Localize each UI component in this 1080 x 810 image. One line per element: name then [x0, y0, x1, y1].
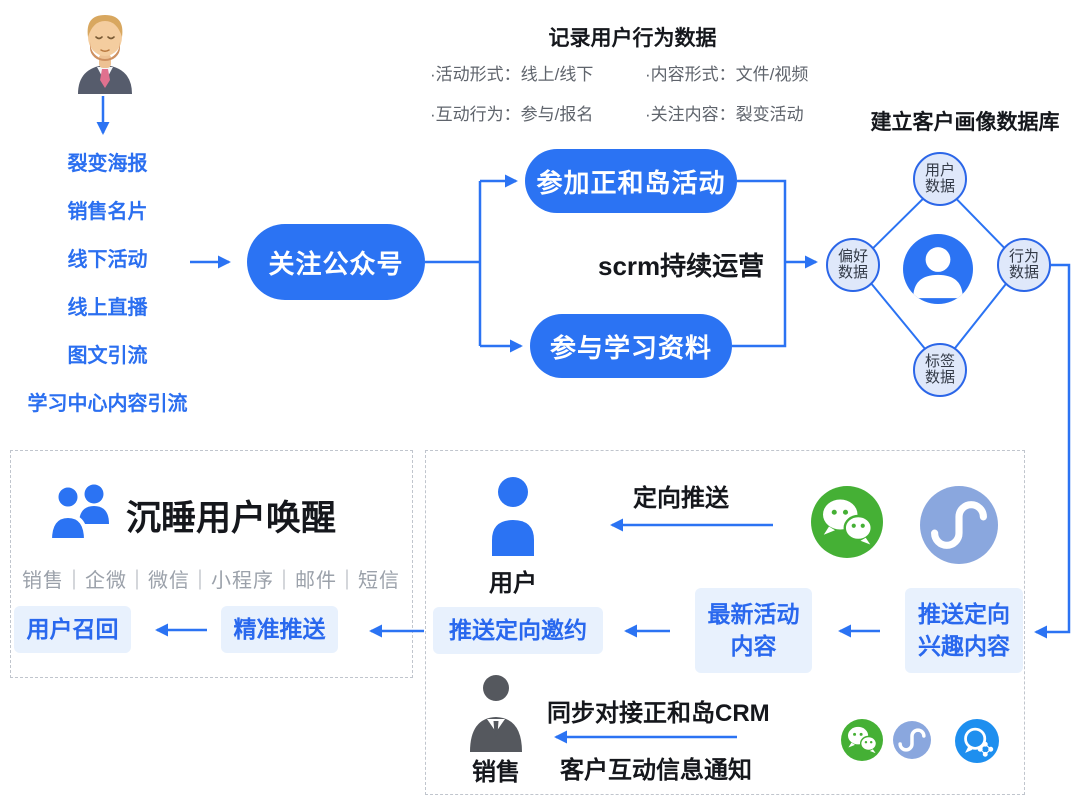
behavior-bullet: ·互动行为：参与/报名 — [430, 105, 594, 124]
join-activity-node: 参加正和岛活动 — [525, 149, 737, 213]
user-icon — [484, 476, 542, 556]
user-avatar-icon — [903, 234, 973, 304]
lead-source-item: 销售名片 — [67, 201, 148, 223]
interaction-notify-label: 客户互动信息通知 — [560, 757, 752, 784]
interest-content-chip: 推送定向 兴趣内容 — [905, 588, 1023, 673]
user-recall-chip: 用户召回 — [14, 606, 131, 653]
chip-line: 最新活动 — [707, 601, 800, 628]
lead-source-item: 裂变海报 — [67, 153, 148, 175]
users-group-icon — [46, 482, 116, 542]
businessman-avatar-icon — [70, 8, 140, 94]
wake-panel-title: 沉睡用户唤醒 — [126, 499, 337, 538]
user-label: 用户 — [489, 570, 537, 597]
node-label: 标签 — [924, 352, 955, 370]
latest-activity-chip: 最新活动 内容 — [695, 588, 812, 673]
sales-label: 销售 — [472, 759, 520, 786]
chip-line: 兴趣内容 — [918, 632, 1010, 659]
node-label: 行为 — [1008, 247, 1039, 265]
lead-source-item: 线上直播 — [67, 297, 148, 319]
miniprogram-icon — [893, 721, 931, 759]
targeted-push-label: 定向推送 — [633, 485, 729, 512]
precise-push-chip: 精准推送 — [221, 606, 338, 653]
salesperson-icon — [468, 674, 524, 752]
targeted-invite-chip: 推送定向邀约 — [433, 607, 603, 654]
node-label: 数据 — [1008, 264, 1039, 281]
lead-source-item: 图文引流 — [67, 345, 148, 367]
node-label: 偏好 — [837, 247, 868, 265]
lead-source-item: 线下活动 — [67, 249, 148, 271]
behavior-data-title: 记录用户行为数据 — [548, 27, 717, 50]
wecom-icon — [955, 719, 999, 763]
behavior-bullet: ·活动形式：线上/线下 — [430, 65, 594, 84]
node-label: 数据 — [924, 369, 955, 386]
behavior-bullet: ·内容形式：文件/视频 — [645, 65, 809, 84]
node-behavior-data: 行为 数据 — [997, 238, 1051, 292]
node-label: 用户 — [924, 161, 955, 179]
miniprogram-icon — [920, 486, 998, 564]
node-preference-data: 偏好 数据 — [826, 238, 880, 292]
lead-source-item: 学习中心内容引流 — [27, 393, 188, 415]
lead-source-list: 裂变海报 销售名片 线下活动 线上直播 图文引流 学习中心内容引流 — [0, 152, 215, 416]
node-label: 数据 — [924, 178, 955, 195]
chip-line: 内容 — [730, 632, 777, 659]
chip-line: 推送定向 — [918, 601, 1010, 628]
behavior-data-bullets: ·活动形式：线上/线下 ·内容形式：文件/视频 ·互动行为：参与/报名 ·关注内… — [430, 60, 808, 125]
wechat-icon — [841, 719, 883, 761]
profile-db-title: 建立客户画像数据库 — [870, 111, 1060, 134]
crm-sync-label: 同步对接正和岛CRM — [547, 700, 770, 727]
wake-channels-label: 销售｜企微｜微信｜小程序｜邮件｜短信 — [22, 570, 400, 592]
behavior-bullet: ·关注内容：裂变活动 — [645, 105, 804, 124]
node-user-data: 用户 数据 — [913, 152, 967, 206]
wechat-icon — [811, 486, 883, 558]
node-label: 数据 — [837, 264, 868, 281]
scrm-operation-label: scrm持续运营 — [598, 251, 765, 281]
learning-material-node: 参与学习资料 — [530, 314, 732, 378]
node-tag-data: 标签 数据 — [913, 343, 967, 397]
follow-official-account-node: 关注公众号 — [247, 224, 425, 300]
